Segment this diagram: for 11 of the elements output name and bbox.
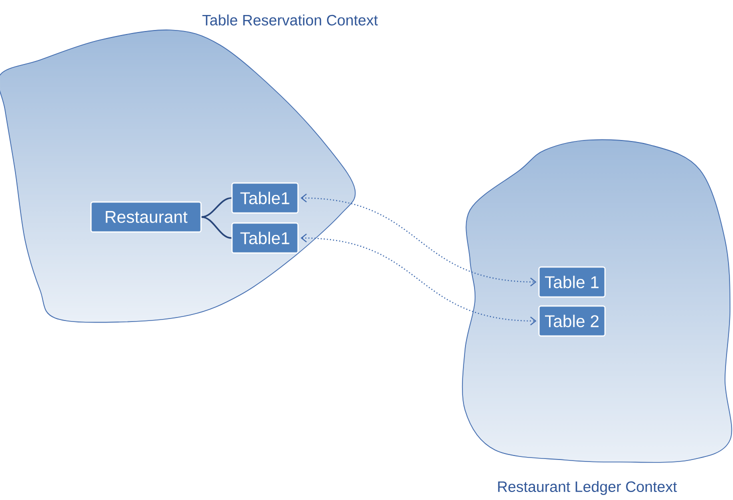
entity-box: Table1 (231, 182, 299, 214)
connector (202, 197, 232, 218)
node-label: Restaurant Ledger Context (498, 481, 677, 495)
node-label: Table Reservation Context (202, 14, 378, 26)
entity-box: Restaurant (90, 201, 202, 233)
connector (300, 234, 536, 326)
entity-box: Table 2 (538, 305, 606, 337)
entity-box: Table 1 (538, 266, 606, 298)
connector (300, 194, 536, 286)
entity-box: Table1 (231, 222, 299, 254)
connector (202, 216, 232, 239)
